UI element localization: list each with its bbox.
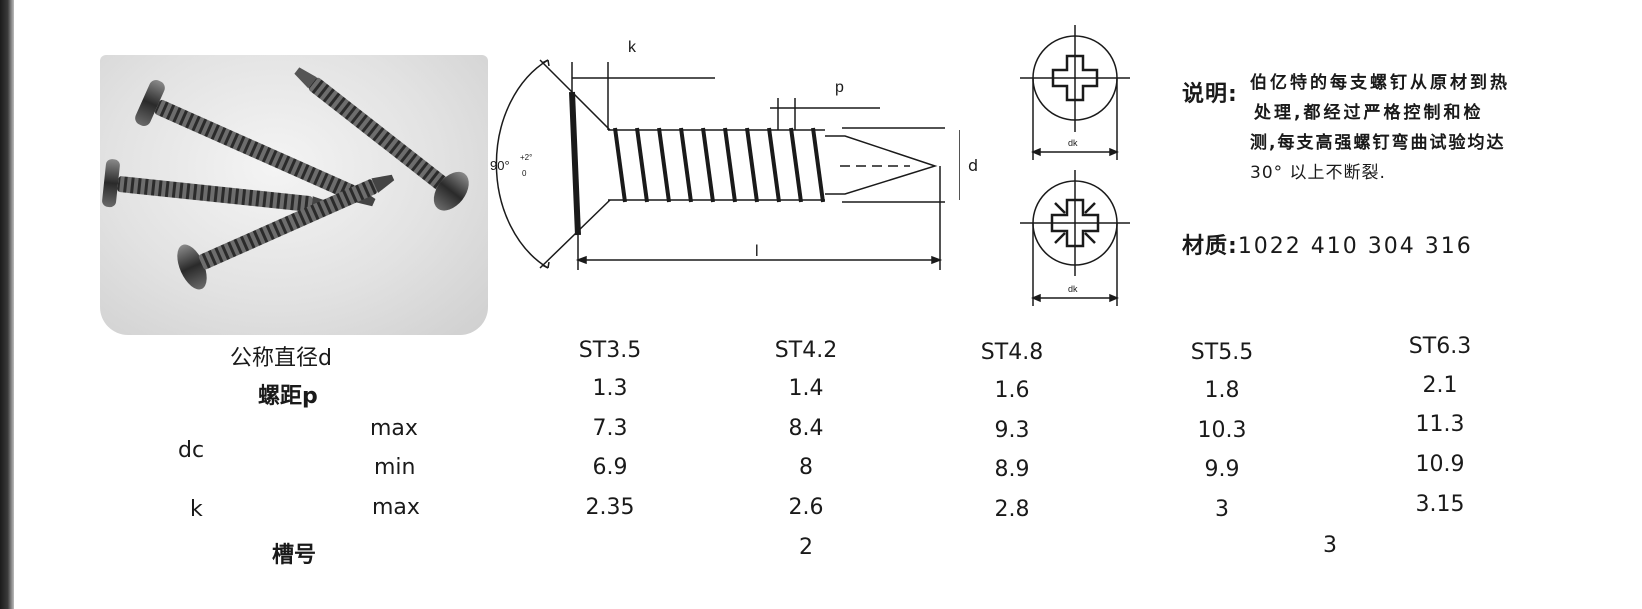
size-st4.2: ST4.2 — [774, 338, 838, 363]
row-label-k-max: max — [372, 495, 420, 520]
row-label-pitch: 螺距p — [258, 384, 318, 409]
dc-max-st4.8: 9.3 — [994, 418, 1030, 443]
pitch-st6.3: 2.1 — [1422, 373, 1458, 398]
angle-tolerance-lower: 0 — [522, 169, 527, 178]
explain-label: 说明: — [1182, 82, 1238, 107]
row-label-nominal-diameter: 公称直径d — [230, 346, 332, 371]
pitch-st3.5: 1.3 — [592, 376, 628, 401]
dim-p-label: p — [835, 79, 844, 96]
k-max-st6.3: 3.15 — [1415, 492, 1465, 517]
row-label-dc: dc — [178, 438, 205, 463]
row-label-dc-min: min — [374, 455, 416, 480]
dc-min-st6.3: 10.9 — [1415, 452, 1465, 477]
material-label: 材质: — [1182, 234, 1238, 259]
k-max-st4.8: 2.8 — [994, 497, 1030, 522]
dc-max-st6.3: 11.3 — [1415, 412, 1465, 437]
material-row: 材质:1022 410 304 316 — [1182, 228, 1473, 260]
k-max-st4.2: 2.6 — [788, 495, 824, 520]
slot-number-small: 2 — [799, 535, 813, 560]
slot-number-large: 3 — [1323, 533, 1337, 558]
angle-tolerance-upper: +2° — [520, 153, 532, 162]
row-label-dc-max: max — [370, 416, 418, 441]
explain-text: 伯亿特的每支螺钉从原材到热 处理,都经过严格控制和检 测,每支高强螺钉弯曲试验均… — [1250, 68, 1510, 188]
page-edge-shadow — [0, 0, 14, 609]
pozidriv-head-bottom-view: dk — [1020, 170, 1130, 306]
row-label-k: k — [190, 497, 203, 522]
dim-d-label: d — [968, 156, 979, 175]
dim-k-label: k — [628, 39, 637, 56]
dc-min-st3.5: 6.9 — [592, 455, 628, 480]
angle-label: 90° — [490, 158, 510, 173]
screws-photo-illustration — [102, 67, 469, 290]
explain-line-4: 30° 以上不断裂. — [1250, 163, 1386, 183]
dc-max-st3.5: 7.3 — [592, 416, 628, 441]
dc-min-st4.8: 8.9 — [994, 457, 1030, 482]
pitch-st4.2: 1.4 — [788, 376, 824, 401]
k-max-st5.5: 3 — [1215, 497, 1229, 522]
pitch-st4.8: 1.6 — [994, 378, 1030, 403]
screw-dimension-diagram: k p l 90° +2° 0 — [490, 39, 960, 270]
size-st3.5: ST3.5 — [578, 338, 642, 363]
dim-dk-bottom-label: dk — [1068, 284, 1078, 294]
dc-min-st5.5: 9.9 — [1204, 457, 1240, 482]
dc-max-st4.2: 8.4 — [788, 416, 824, 441]
explain-line-1: 伯亿特的每支螺钉从原材到热 — [1250, 73, 1510, 93]
product-photo — [100, 55, 488, 335]
row-label-slot: 槽号 — [272, 543, 317, 568]
size-st5.5: ST5.5 — [1190, 340, 1254, 365]
dim-dk-top-label: dk — [1068, 138, 1078, 148]
size-st6.3: ST6.3 — [1408, 334, 1472, 359]
k-max-st3.5: 2.35 — [585, 495, 635, 520]
explain-line-3: 测,每支高强螺钉弯曲试验均达 — [1250, 133, 1506, 153]
dc-min-st4.2: 8 — [799, 455, 813, 480]
pitch-st5.5: 1.8 — [1204, 378, 1240, 403]
size-st4.8: ST4.8 — [980, 340, 1044, 365]
explain-line-2: 处理,都经过严格控制和检 — [1254, 103, 1484, 123]
material-value: 1022 410 304 316 — [1237, 234, 1473, 259]
dim-l-label: l — [755, 243, 759, 260]
dc-max-st5.5: 10.3 — [1197, 418, 1247, 443]
phillips-head-top-view: dk — [1020, 25, 1130, 160]
